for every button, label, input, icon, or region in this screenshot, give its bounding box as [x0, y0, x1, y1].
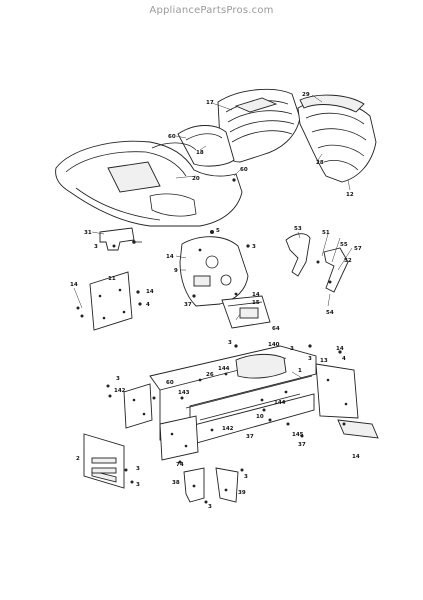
- callout-3: 3: [244, 474, 248, 480]
- mount-plate-lower: [159, 415, 199, 461]
- callout-14: 14: [336, 346, 344, 352]
- fender-body-pan: [55, 140, 243, 227]
- front-bumper-plate: [83, 433, 125, 489]
- callout-3: 3: [136, 466, 140, 472]
- callout-57: 57: [354, 246, 362, 252]
- callout-3: 3: [228, 340, 232, 346]
- callout-51: 51: [322, 230, 330, 236]
- callout-37: 37: [246, 434, 254, 440]
- callout-144: 144: [218, 366, 230, 372]
- side-panel-left: [89, 271, 133, 331]
- callout-2: 2: [76, 456, 80, 462]
- callout-4: 4: [342, 356, 346, 362]
- callout-64: 64: [272, 326, 280, 332]
- callout-3: 3: [208, 504, 212, 510]
- pedal-link-bracket: [285, 233, 349, 293]
- callout-13: 13: [320, 358, 328, 364]
- callout-15: 15: [252, 300, 260, 306]
- callout-38: 38: [172, 480, 180, 486]
- callout-55: 55: [340, 242, 348, 248]
- side-plate-right: [315, 363, 379, 439]
- callout-18: 18: [196, 150, 204, 156]
- callout-60: 60: [168, 134, 176, 140]
- callout-145: 145: [292, 432, 304, 438]
- mount-plate-left: [123, 383, 153, 429]
- callout-53: 53: [294, 226, 302, 232]
- callout-31: 31: [84, 230, 92, 236]
- callout-20: 20: [192, 176, 200, 182]
- grille-panel: [297, 100, 377, 183]
- bracket-38: [183, 467, 205, 503]
- callout-3: 3: [252, 244, 256, 250]
- callout-142: 142: [222, 426, 234, 432]
- callout-4: 4: [146, 302, 150, 308]
- callout-14: 14: [166, 254, 174, 260]
- callout-5: 5: [216, 228, 220, 234]
- callout-60: 60: [166, 380, 174, 386]
- callout-14: 14: [252, 292, 260, 298]
- fender-bracket: [99, 227, 135, 251]
- callout-3: 3: [136, 482, 140, 488]
- dash-panel: [179, 236, 249, 307]
- hood-top: [217, 88, 301, 163]
- callout-labels: 17 29 60 18 60 20 28 12 31 3 5 14 9 3 53…: [70, 92, 362, 510]
- callout-54: 54: [326, 310, 334, 316]
- callout-11: 11: [108, 276, 116, 282]
- callout-39: 39: [238, 490, 246, 496]
- callout-140: 140: [268, 342, 280, 348]
- headlight-lens: [299, 94, 365, 113]
- callout-3: 3: [290, 346, 294, 352]
- callout-143: 143: [178, 390, 190, 396]
- hood-side-panel: [177, 125, 235, 167]
- callout-142: 142: [114, 388, 126, 394]
- callout-14: 14: [146, 289, 154, 295]
- callout-14: 14: [70, 282, 78, 288]
- leader-lines: [73, 94, 353, 379]
- callout-37: 37: [184, 302, 192, 308]
- callout-29: 29: [302, 92, 310, 98]
- callout-9: 9: [174, 268, 178, 274]
- watermark: AppliancePartsPros.com: [149, 5, 274, 16]
- callout-28: 28: [316, 160, 324, 166]
- callout-74: 74: [176, 462, 184, 468]
- callout-3: 3: [94, 244, 98, 250]
- callout-60: 60: [240, 167, 248, 173]
- callout-37: 37: [298, 442, 306, 448]
- callout-14: 14: [352, 454, 360, 460]
- bracket-39: [215, 467, 239, 503]
- callout-3: 3: [308, 356, 312, 362]
- hood-rod: [151, 142, 197, 151]
- callout-3: 3: [116, 376, 120, 382]
- callout-10: 10: [256, 414, 264, 420]
- callout-52: 52: [344, 258, 352, 264]
- callout-12: 12: [346, 192, 354, 198]
- callout-26: 26: [206, 372, 214, 378]
- callout-1: 1: [298, 368, 302, 374]
- dash-support-bracket: [221, 295, 271, 329]
- callout-144: 144: [274, 400, 286, 406]
- hardware-bolts: [76, 178, 346, 504]
- callout-17: 17: [206, 100, 214, 106]
